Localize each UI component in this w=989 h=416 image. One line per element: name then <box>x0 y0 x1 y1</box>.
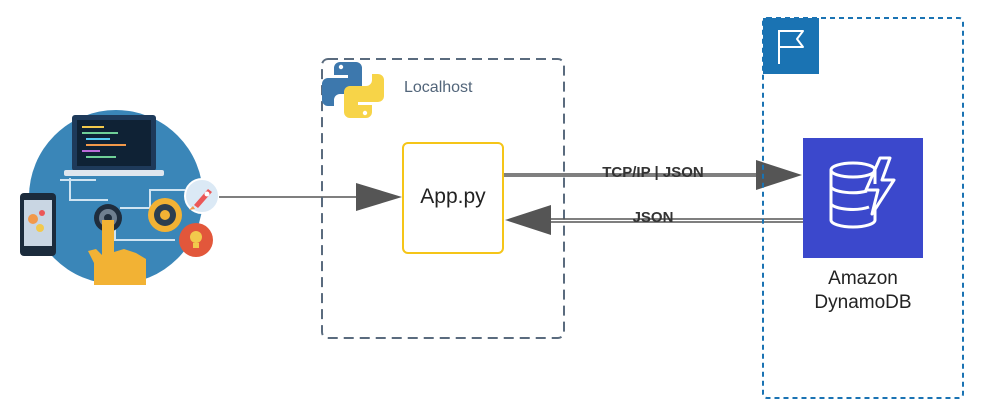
dynamodb-name-line1: Amazon <box>828 268 898 289</box>
app-py-label: App.py <box>420 185 486 208</box>
client-arrowhead <box>356 183 402 211</box>
python-logo-icon <box>322 62 384 118</box>
region-flag-icon <box>763 18 819 74</box>
user-tech-illustration-icon <box>20 110 220 285</box>
localhost-group-border <box>321 58 565 339</box>
dynamodb-name-line2: DynamoDB <box>814 292 911 313</box>
app-py-box[interactable] <box>402 142 504 254</box>
dynamodb-icon[interactable] <box>803 138 923 258</box>
localhost-label: Localhost <box>404 79 473 96</box>
response-arrow <box>505 205 803 235</box>
response-arrow-label: JSON <box>633 209 674 226</box>
request-arrow-label: TCP/IP | JSON <box>602 164 703 181</box>
request-arrow <box>504 160 802 190</box>
